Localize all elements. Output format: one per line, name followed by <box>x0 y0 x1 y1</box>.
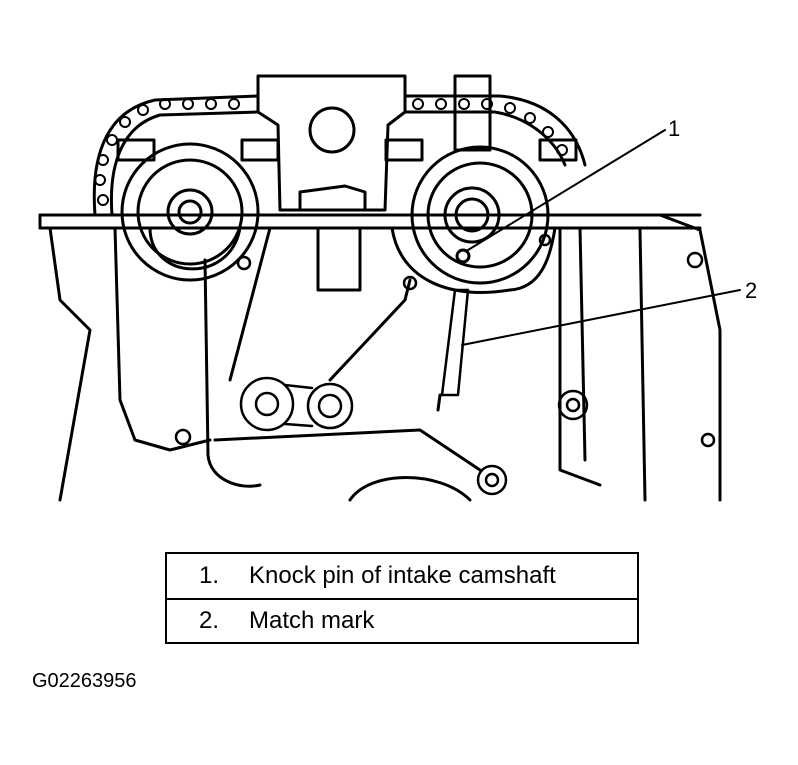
exhaust-camshaft <box>116 138 280 282</box>
timing-chain <box>92 94 587 217</box>
match-mark <box>440 288 470 397</box>
callout-1: 1 <box>668 116 681 141</box>
leader-line-1 <box>467 129 666 251</box>
leader-line-2 <box>461 289 741 346</box>
knock-pin <box>455 248 471 264</box>
legend-number: 1. <box>199 562 220 589</box>
engine-block-outline <box>48 213 722 502</box>
legend-text: Match mark <box>249 607 375 634</box>
legend-text: Knock pin of intake camshaft <box>249 562 556 589</box>
figure-id: G02263956 <box>32 670 137 692</box>
callout-2: 2 <box>745 278 758 303</box>
legend-row: 2. Match mark <box>167 599 637 643</box>
center-bracket <box>256 74 407 212</box>
legend-table: 1. Knock pin of intake camshaft 2. Match… <box>165 552 639 644</box>
engine-camshaft-drawing <box>38 74 741 502</box>
legend-number: 2. <box>199 607 220 634</box>
legend-row: 1. Knock pin of intake camshaft <box>167 554 637 600</box>
